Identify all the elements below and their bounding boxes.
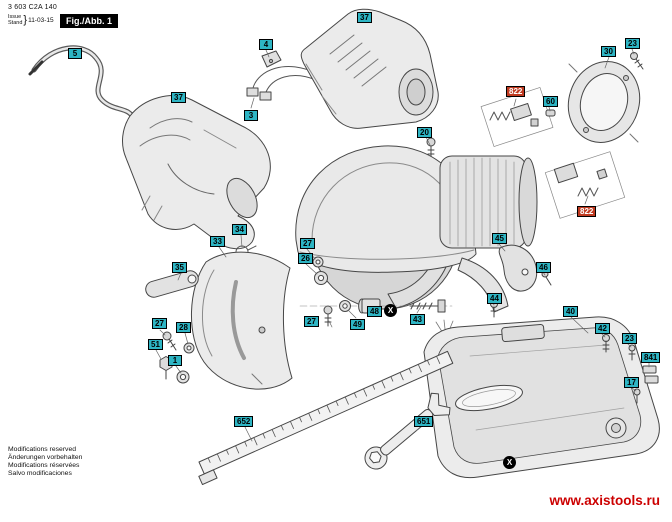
document-number: 3 603 C2A 140 [8, 4, 57, 11]
note-line-en: Modifications reserved [8, 446, 76, 453]
note-line-es: Salvo modificaciones [8, 470, 72, 477]
motor-housing-cover-drawing [300, 8, 439, 129]
fastener-cluster-drawing [159, 331, 195, 384]
clamp-lever-drawing [145, 270, 199, 298]
modification-notes: Modifications reserved Änderungen vorbeh… [8, 446, 82, 478]
issue-stand-block: Issue Stand } 11-03-15 [8, 14, 54, 26]
rear-handle-drawing [122, 95, 271, 250]
screw-23a-drawing [630, 52, 644, 70]
figure-label: Fig./Abb. 1 [60, 14, 118, 28]
stand-label: Stand [8, 20, 23, 26]
guide-ruler-drawing [198, 350, 454, 486]
watermark: www.axistools.ru [549, 493, 660, 508]
connector-part-drawing [246, 66, 319, 101]
saw-body-drawing [295, 145, 538, 339]
part-60-drawing [545, 109, 556, 117]
lower-guard-drawing [190, 251, 293, 390]
clip-part-drawing [261, 50, 282, 68]
screw-27c-drawing [323, 305, 333, 327]
washers-27-26-drawing [312, 256, 328, 285]
base-plate-drawing [423, 316, 660, 479]
leader-lines [155, 48, 650, 442]
carbon-brush-lower-drawing [544, 151, 626, 219]
bearing-flange-drawing [567, 61, 641, 143]
issue-date: 11-03-15 [28, 16, 54, 24]
brace-glyph: } [23, 13, 28, 26]
issue-stand-labels: Issue Stand [8, 14, 22, 26]
note-line-fr: Modifications réservées [8, 462, 80, 469]
screw-20-drawing [426, 137, 436, 159]
spindle-parts-drawing [299, 298, 453, 314]
note-line-de: Änderungen vorbehalten [8, 454, 83, 461]
carbon-brush-upper-drawing [480, 87, 554, 147]
issue-label: Issue [8, 14, 22, 20]
